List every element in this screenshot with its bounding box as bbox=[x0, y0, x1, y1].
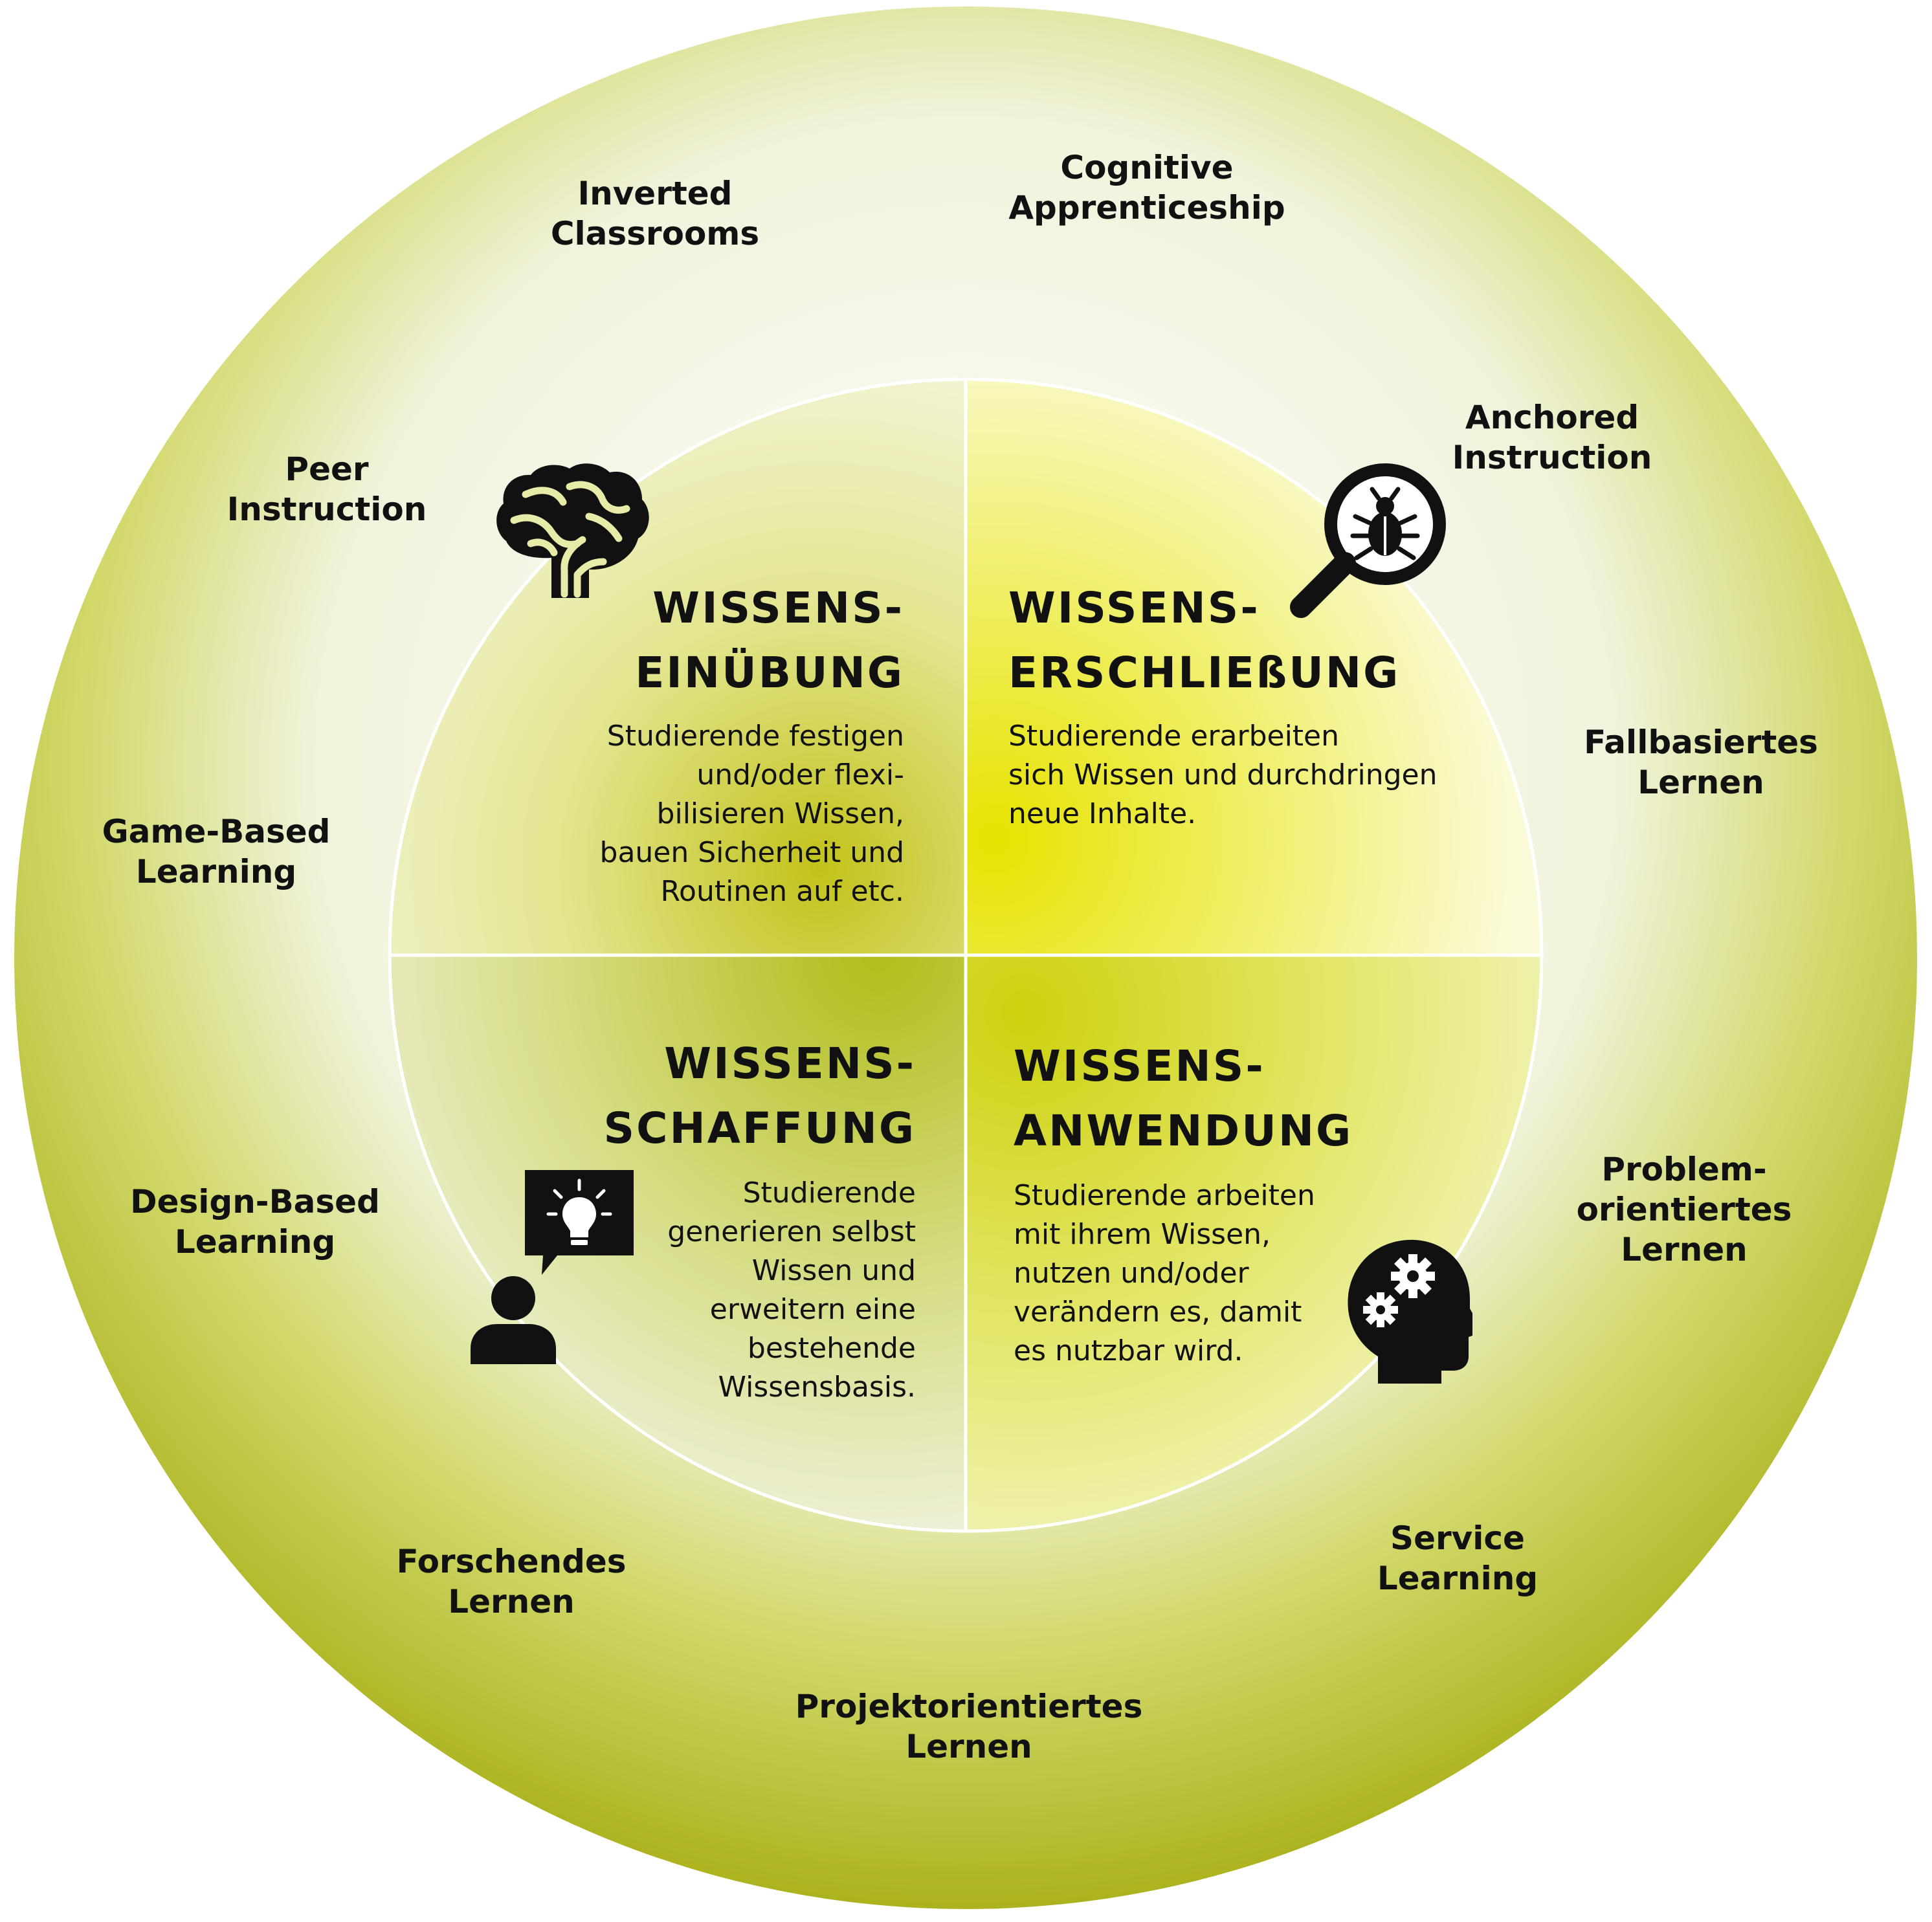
magnifier-bug-icon bbox=[1290, 463, 1446, 618]
brain-icon bbox=[496, 463, 649, 598]
quadrant-einuebung-title: WISSENS-EINÜBUNG bbox=[635, 583, 904, 698]
person-idea-icon bbox=[471, 1170, 634, 1364]
quadrant-anwendung-title: WISSENS-ANWENDUNG bbox=[1014, 1041, 1353, 1156]
head-gears-icon bbox=[1348, 1239, 1472, 1384]
quadrant-schaffung-title: WISSENS-SCHAFFUNG bbox=[603, 1039, 916, 1153]
quadrant-erschliessung-title: WISSENS-ERSCHLIEßUNG bbox=[1008, 583, 1401, 698]
